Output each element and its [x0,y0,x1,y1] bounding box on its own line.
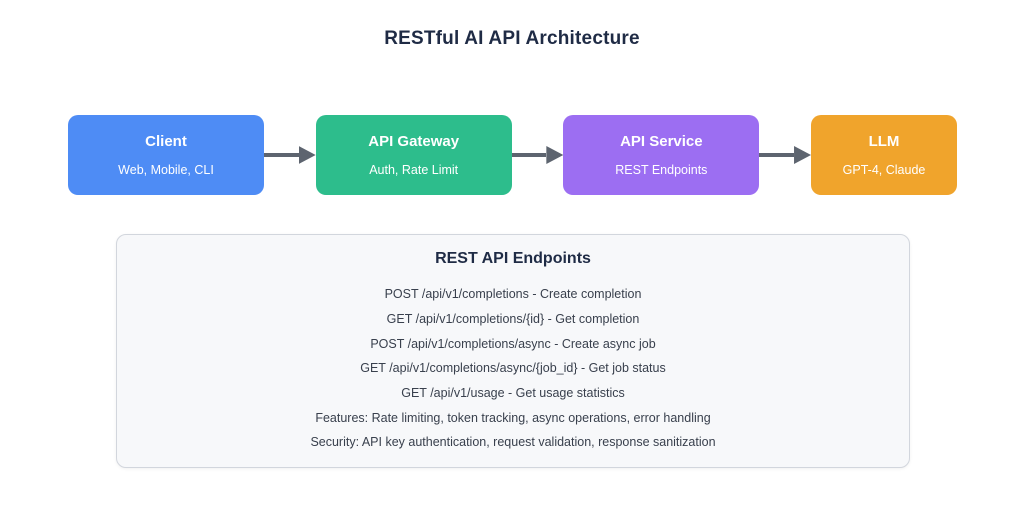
node-title: Client [145,133,187,150]
features-line: Features: Rate limiting, token tracking,… [315,410,711,425]
node-title: LLM [868,133,900,150]
arrow-right-icon [264,146,316,164]
flow-node-client: Client Web, Mobile, CLI [68,115,264,195]
security-line: Security: API key authentication, reques… [310,435,716,450]
flow-node-api-gateway: API Gateway Auth, Rate Limit [315,115,512,195]
endpoint-line: POST /api/v1/completions - Create comple… [384,287,642,302]
node-subtitle: Web, Mobile, CLI [118,163,214,177]
node-title: API Service [620,133,703,150]
node-subtitle: GPT-4, Claude [842,163,926,177]
arrow-right-icon [759,146,812,164]
endpoint-line: GET /api/v1/usage - Get usage statistics [401,386,625,401]
endpoints-panel: REST API Endpoints POST /api/v1/completi… [116,234,910,468]
page-title: RESTful AI API Architecture [384,28,640,49]
flow-node-llm: LLM GPT-4, Claude [811,115,958,195]
node-subtitle: Auth, Rate Limit [369,163,459,177]
endpoints-panel-title: REST API Endpoints [435,250,591,267]
architecture-flow: Client Web, Mobile, CLI API Gateway Auth… [68,115,958,195]
endpoint-line: GET /api/v1/completions/async/{job_id} -… [360,361,666,376]
endpoint-line: GET /api/v1/completions/{id} - Get compl… [386,312,640,327]
arrow-right-icon [511,146,564,164]
node-subtitle: REST Endpoints [615,163,708,177]
flow-node-api-service: API Service REST Endpoints [563,115,760,195]
endpoints-list: POST /api/v1/completions - Create comple… [117,282,909,455]
node-title: API Gateway [368,133,460,150]
endpoint-line: POST /api/v1/completions/async - Create … [370,336,656,351]
